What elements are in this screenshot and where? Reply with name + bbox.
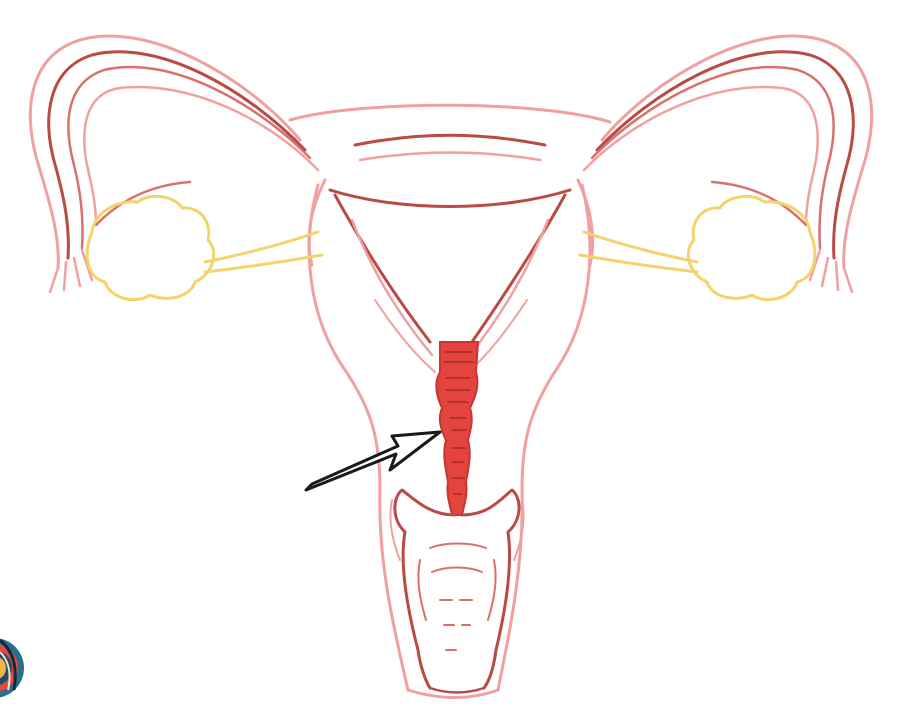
ovarian-ligaments [205, 232, 697, 272]
cervix-highlight [436, 342, 478, 515]
corner-logo-icon [0, 638, 24, 698]
left-fallopian-tube [30, 36, 318, 292]
right-ovary [688, 196, 815, 299]
right-fallopian-tube [584, 36, 872, 292]
arrow-pointer-icon [306, 432, 440, 490]
left-ovary [87, 196, 214, 299]
uterine-cavity [330, 135, 570, 372]
